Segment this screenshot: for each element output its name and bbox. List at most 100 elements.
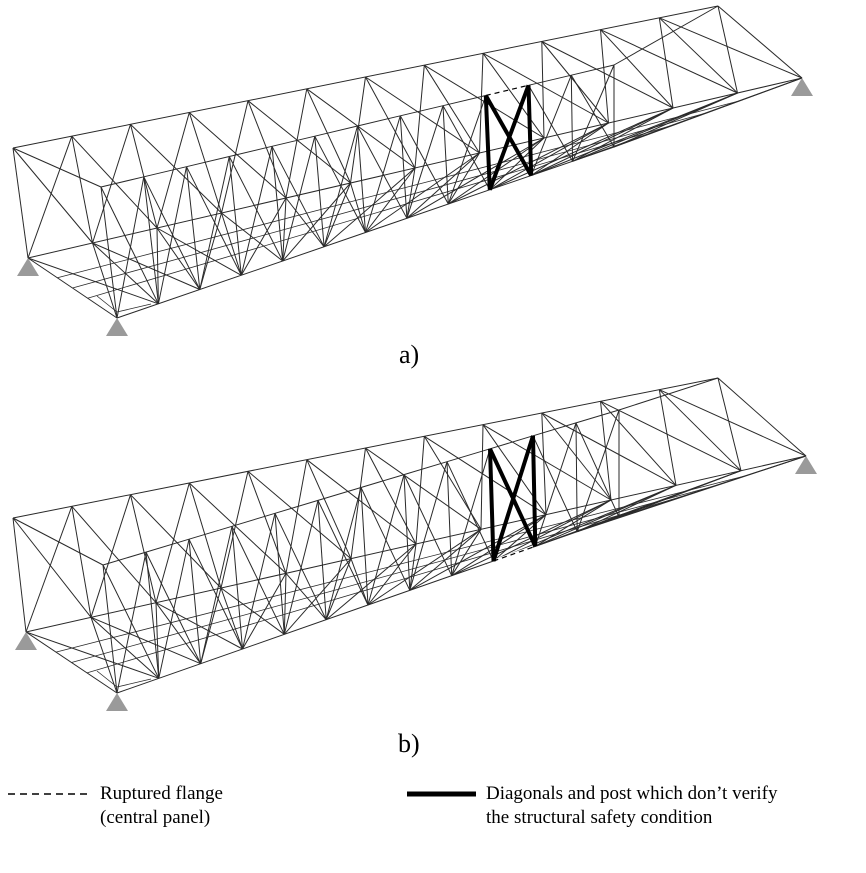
truss-member <box>231 526 285 635</box>
truss-member <box>188 112 222 214</box>
failed-post <box>488 448 496 562</box>
truss-member <box>25 631 159 679</box>
truss-member <box>717 377 742 471</box>
truss-member <box>613 92 738 148</box>
truss-member <box>199 212 222 290</box>
truss-member <box>406 137 545 219</box>
truss-member <box>415 436 425 545</box>
truss-member <box>188 538 243 650</box>
truss-member <box>575 422 620 518</box>
truss-member <box>357 125 366 233</box>
truss-member <box>600 401 612 501</box>
truss-member <box>360 474 405 488</box>
truss-member <box>493 514 547 562</box>
truss-member <box>240 146 273 276</box>
support-icon <box>791 78 813 96</box>
axis-x <box>116 678 152 688</box>
truss-member <box>143 176 201 290</box>
truss-member <box>12 147 93 244</box>
truss-member <box>658 389 677 486</box>
truss-member <box>228 156 242 276</box>
truss-member <box>409 514 547 591</box>
truss-member <box>659 389 807 457</box>
truss-member <box>541 412 677 486</box>
legend-thick-line1: Diagonals and post which don’t verify <box>486 783 778 804</box>
truss-member <box>306 88 416 169</box>
truss-member <box>247 100 351 184</box>
truss-member <box>350 447 366 559</box>
truss-member <box>658 17 674 109</box>
truss-member <box>285 459 308 574</box>
truss-member <box>25 506 73 633</box>
truss-member <box>451 448 491 576</box>
truss-member <box>350 558 369 606</box>
truss-member <box>247 100 287 199</box>
truss-member <box>200 526 233 664</box>
truss-member <box>399 115 408 219</box>
truss-member <box>528 85 574 162</box>
truss-member <box>156 227 159 304</box>
truss-member <box>532 422 577 437</box>
truss-member <box>283 558 352 635</box>
caption-a: a) <box>399 340 420 369</box>
truss-member <box>188 482 287 574</box>
truss-member <box>87 123 677 299</box>
truss-member <box>102 551 147 566</box>
truss-member <box>285 572 327 621</box>
legend-dashed-label: Ruptured flange (central panel) <box>100 782 223 830</box>
truss-member <box>576 409 620 532</box>
truss-member <box>27 136 73 259</box>
truss-member <box>314 125 358 137</box>
truss-member <box>575 409 620 424</box>
truss-member <box>717 5 803 79</box>
truss-member <box>317 487 362 501</box>
truss-member <box>306 88 351 184</box>
support-icon <box>106 693 128 711</box>
truss-member <box>188 539 202 664</box>
truss-member <box>365 76 416 169</box>
truss-member <box>285 197 325 248</box>
truss-member <box>541 41 545 139</box>
truss-member <box>446 461 453 576</box>
truss-member <box>102 564 160 679</box>
truss-member <box>274 513 327 620</box>
truss-member <box>576 484 677 533</box>
truss-member <box>600 29 609 124</box>
truss-member <box>357 115 401 127</box>
truss-member <box>424 435 547 516</box>
truss-model-b <box>12 377 817 711</box>
truss-member <box>12 147 102 188</box>
truss-member <box>317 500 369 606</box>
truss-member <box>406 167 416 219</box>
truss-member <box>306 459 352 559</box>
truss-member <box>532 435 578 532</box>
truss-member <box>71 505 157 604</box>
truss-member <box>400 105 444 117</box>
failed-post <box>526 85 534 176</box>
truss-member <box>231 512 276 527</box>
truss-member <box>12 517 92 618</box>
truss-member <box>271 146 325 248</box>
truss-member <box>451 529 482 576</box>
truss-member <box>448 122 609 205</box>
truss-member <box>156 227 242 276</box>
truss-member <box>100 186 159 305</box>
truss-member <box>186 166 242 276</box>
truss-member <box>570 75 574 162</box>
truss-member <box>71 506 92 618</box>
truss-member <box>92 124 131 244</box>
truss-member <box>442 105 449 205</box>
truss-member <box>271 146 284 262</box>
truss-member <box>323 167 416 248</box>
truss-member <box>482 424 612 501</box>
truss-member <box>143 166 187 178</box>
truss-member <box>570 74 615 148</box>
caption-b: b) <box>398 729 420 758</box>
axis-y <box>96 295 118 313</box>
truss-member <box>367 474 405 606</box>
truss-member <box>116 176 145 319</box>
ruptured-flange <box>485 84 529 97</box>
truss-member <box>57 100 741 279</box>
truss-member <box>158 539 190 679</box>
